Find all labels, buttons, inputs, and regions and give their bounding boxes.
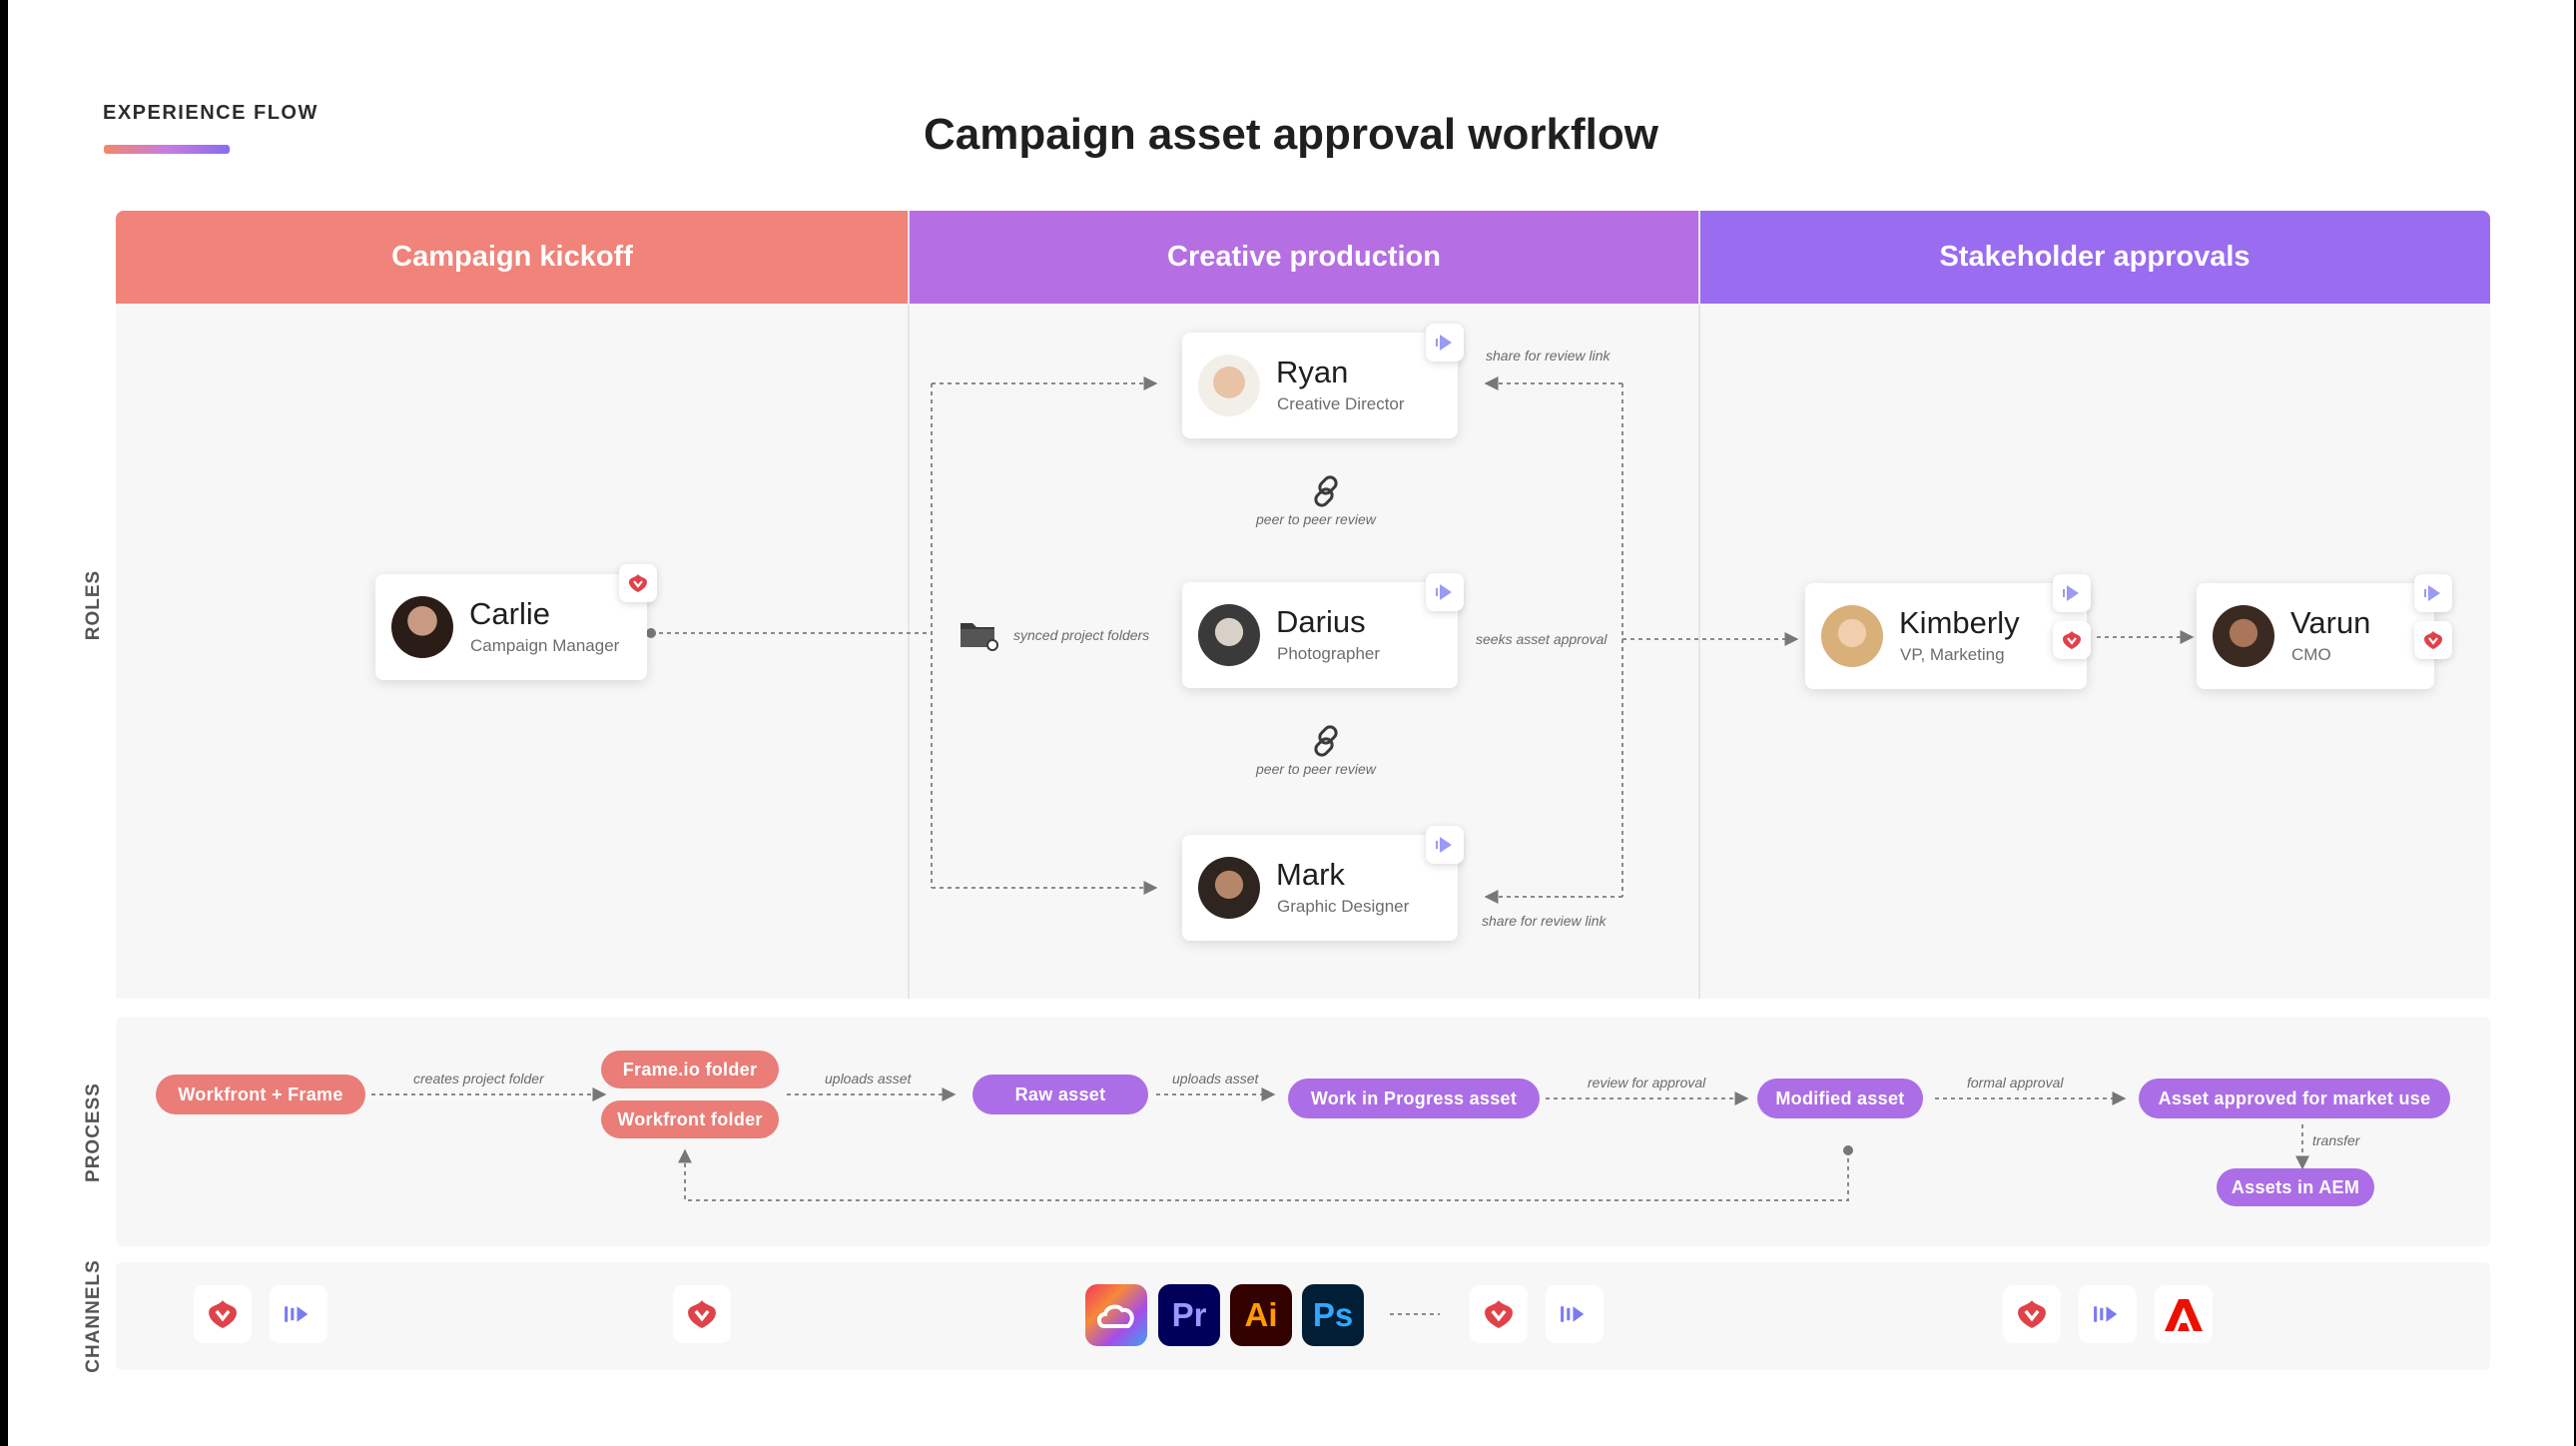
premiere-icon: Pr [1158, 1284, 1220, 1346]
workfront-icon [2414, 621, 2452, 659]
person-card-carlie[interactable]: Carlie Campaign Manager [375, 574, 647, 680]
workfront-icon [619, 564, 657, 602]
workfront-icon [194, 1285, 252, 1343]
lane-header-production: Creative production [909, 211, 1699, 304]
connector-lines [371, 376, 2309, 1315]
lane-header-kickoff: Campaign kickoff [116, 211, 909, 304]
note-share-review-1: share for review link [1486, 348, 1610, 363]
pill-workfront-folder: Workfront folder [601, 1100, 779, 1138]
frameio-icon [1426, 573, 1464, 611]
illustrator-icon: Ai [1230, 1284, 1292, 1346]
person-name: Kimberly [1899, 605, 2020, 640]
person-name: Mark [1276, 857, 1345, 892]
pill-assets-aem: Assets in AEM [2217, 1168, 2374, 1206]
frameio-icon [1426, 324, 1464, 362]
note-creates-folder: creates project folder [413, 1071, 544, 1086]
frameio-icon [270, 1285, 327, 1343]
note-uploads-2: uploads asset [1172, 1071, 1259, 1086]
person-card-mark[interactable]: Mark Graphic Designer [1182, 835, 1458, 941]
link-icon [1308, 723, 1344, 764]
person-role: Creative Director [1277, 394, 1405, 413]
photoshop-icon: Ps [1302, 1284, 1364, 1346]
pill-modified-asset: Modified asset [1757, 1079, 1923, 1118]
pill-wip-asset: Work in Progress asset [1288, 1079, 1540, 1118]
pill-raw-asset: Raw asset [972, 1075, 1148, 1114]
person-name: Darius [1276, 604, 1366, 639]
person-role: VP, Marketing [1900, 645, 2005, 664]
person-role: Campaign Manager [470, 636, 620, 655]
avatar [1198, 355, 1260, 416]
avatar [1198, 604, 1260, 666]
note-share-review-2: share for review link [1482, 913, 1607, 929]
person-role: Photographer [1277, 644, 1381, 663]
workfront-icon [1470, 1285, 1528, 1343]
avatar [2213, 605, 2274, 667]
note-transfer: transfer [2312, 1132, 2360, 1148]
note-seeks-approval: seeks asset approval [1476, 631, 1608, 647]
workfront-icon [2053, 621, 2091, 659]
note-synced-folders: synced project folders [1013, 627, 1150, 643]
person-name: Varun [2290, 605, 2371, 640]
person-role: CMO [2291, 645, 2331, 664]
pill-workfront-frame: Workfront + Frame [156, 1075, 365, 1114]
frameio-icon [1426, 826, 1464, 864]
frameio-icon [2053, 574, 2091, 612]
slide: EXPERIENCE FLOW Campaign asset approval … [8, 0, 2574, 1446]
note-peer-review-2: peer to peer review [1256, 761, 1376, 777]
note-review: review for approval [1588, 1075, 1706, 1090]
avatar [391, 596, 453, 658]
person-card-ryan[interactable]: Ryan Creative Director [1182, 333, 1458, 438]
creative-cloud-icon [1085, 1284, 1147, 1346]
process-band [116, 1017, 2490, 1246]
pill-approved-asset: Asset approved for market use [2139, 1079, 2450, 1118]
person-card-darius[interactable]: Darius Photographer [1182, 582, 1458, 688]
link-icon [1308, 473, 1344, 514]
folder-icon [959, 617, 998, 656]
note-formal-approval: formal approval [1967, 1075, 2064, 1090]
person-role: Graphic Designer [1277, 897, 1410, 916]
page-title: Campaign asset approval workflow [924, 110, 1658, 159]
lane-divider [1698, 211, 1700, 999]
person-card-kimberly[interactable]: Kimberly VP, Marketing [1805, 583, 2087, 689]
eyebrow: EXPERIENCE FLOW [103, 102, 319, 124]
pill-frameio-folder: Frame.io folder [601, 1051, 779, 1088]
avatar [1821, 605, 1883, 667]
eyebrow-gradient-bar [104, 145, 230, 154]
person-name: Carlie [469, 596, 550, 631]
person-card-varun[interactable]: Varun CMO [2197, 583, 2434, 689]
adobe-icon [2155, 1285, 2213, 1343]
workfront-icon [673, 1285, 731, 1343]
frameio-icon [2414, 574, 2452, 612]
note-peer-review-1: peer to peer review [1256, 511, 1376, 527]
avatar [1198, 857, 1260, 919]
frameio-icon [2079, 1285, 2137, 1343]
lane-header-approvals: Stakeholder approvals [1699, 211, 2490, 304]
note-uploads-1: uploads asset [825, 1071, 912, 1086]
workfront-icon [2003, 1285, 2061, 1343]
frameio-icon [1546, 1285, 1604, 1343]
lane-divider [908, 211, 910, 999]
person-name: Ryan [1276, 355, 1349, 389]
